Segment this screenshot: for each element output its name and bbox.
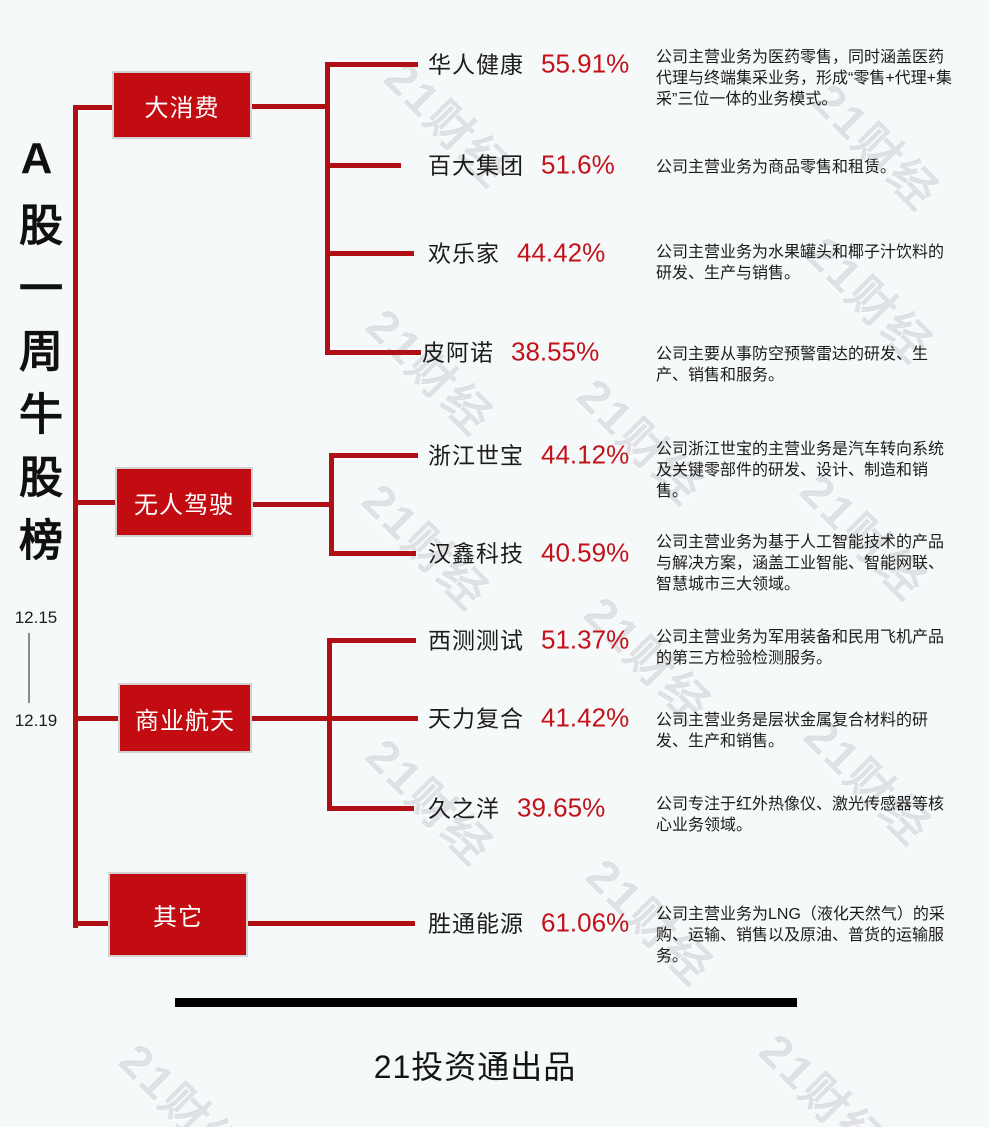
stock-name: 西测测试: [428, 627, 524, 654]
stock-description: 公司主营业务为LNG（液化天然气）的采购、运输、销售以及原油、普货的运输服务。: [656, 906, 945, 965]
stock-description: 公司主营业务为水果罐头和椰子汁饮料的研发、生产与销售。: [656, 244, 945, 282]
stock-percent: 44.42%: [517, 237, 606, 268]
stock-percent: 55.91%: [541, 48, 630, 79]
stock-row: 胜通能源 61.06%: [428, 905, 629, 939]
stock-name: 久之洋: [428, 795, 500, 822]
branch-line-consumption: [73, 105, 115, 110]
date-start: 12.15: [14, 608, 58, 627]
connector-line-aerospace: [327, 638, 332, 811]
stub-line: [325, 163, 401, 168]
stub-line: [325, 62, 418, 67]
stock-description: 公司主营业务为商品零售和租赁。: [656, 159, 897, 176]
stub-line: [329, 551, 416, 556]
footer-divider-bar: [175, 998, 797, 1007]
stock-name: 欢乐家: [428, 240, 500, 267]
stock-percent: 38.55%: [511, 336, 600, 367]
stock-description: 公司主要从事防空预警雷达的研发、生产、销售和服务。: [656, 346, 929, 384]
category-box-aerospace: 商业航天: [118, 683, 252, 753]
stock-description: 公司主营业务为医药零售，同时涵盖医药代理与终端集采业务，形成“零售+代理+集采”…: [656, 49, 953, 108]
link-line-aerospace: [250, 716, 332, 721]
link-line-others: [246, 921, 415, 926]
link-line-driverless: [251, 502, 334, 507]
stub-line: [327, 716, 418, 721]
stock-row: 欢乐家 44.42%: [428, 235, 605, 269]
stock-percent: 39.65%: [517, 792, 606, 823]
branch-line-driverless: [73, 500, 119, 505]
stock-description: 公司主营业务是层状金属复合材料的研发、生产和销售。: [656, 712, 929, 750]
connector-line-driverless: [329, 453, 334, 556]
stock-row: 浙江世宝 44.12%: [428, 437, 629, 471]
stub-line: [327, 638, 416, 643]
stock-description: 公司主营业务为军用装备和民用飞机产品的第三方检验检测服务。: [656, 629, 945, 667]
stock-percent: 61.06%: [541, 907, 630, 938]
stock-row: 久之洋 39.65%: [428, 790, 605, 824]
connector-line-consumption: [325, 62, 330, 355]
stock-percent: 44.12%: [541, 439, 630, 470]
category-box-consumption: 大消费: [112, 71, 252, 139]
stock-percent: 40.59%: [541, 537, 630, 568]
stock-name: 天力复合: [428, 705, 524, 732]
page-title: A股一周牛股榜: [12, 134, 61, 580]
watermark: 21财经: [356, 298, 504, 446]
stock-name: 胜通能源: [428, 910, 524, 937]
date-range-divider: [28, 633, 30, 703]
stub-line: [325, 251, 414, 256]
stock-name: 华人健康: [428, 51, 524, 78]
stock-percent: 41.42%: [541, 702, 630, 733]
stock-name: 汉鑫科技: [428, 540, 524, 567]
category-box-driverless: 无人驾驶: [115, 467, 253, 537]
link-line-consumption: [250, 104, 330, 109]
trunk-line: [73, 105, 78, 928]
stub-line: [329, 453, 418, 458]
stock-row: 华人健康 55.91%: [428, 46, 629, 80]
branch-line-aerospace: [73, 716, 121, 721]
stock-description: 公司主营业务为基于人工智能技术的产品与解决方案，涵盖工业智能、智能网联、智慧城市…: [656, 534, 945, 593]
stock-row: 天力复合 41.42%: [428, 700, 629, 734]
stock-name: 皮阿诺: [422, 339, 494, 366]
date-end: 12.19: [14, 711, 58, 730]
category-box-others: 其它: [108, 872, 248, 957]
stock-percent: 51.6%: [541, 149, 615, 180]
stock-row: 百大集团 51.6%: [428, 147, 615, 181]
stock-description: 公司浙江世宝的主营业务是汽车转向系统及关键零部件的研发、设计、制造和销售。: [656, 441, 945, 500]
stock-percent: 51.37%: [541, 624, 630, 655]
branch-line-others: [73, 921, 111, 926]
stub-line: [327, 806, 414, 811]
stock-row: 西测测试 51.37%: [428, 622, 629, 656]
stub-line: [325, 350, 421, 355]
stock-name: 百大集团: [428, 152, 524, 179]
stock-row: 皮阿诺 38.55%: [422, 334, 599, 368]
stock-name: 浙江世宝: [428, 442, 524, 469]
footer-credit: 21投资通出品: [373, 1049, 577, 1085]
stock-description: 公司专注于红外热像仪、激光传感器等核心业务领域。: [656, 796, 945, 834]
stock-row: 汉鑫科技 40.59%: [428, 535, 629, 569]
